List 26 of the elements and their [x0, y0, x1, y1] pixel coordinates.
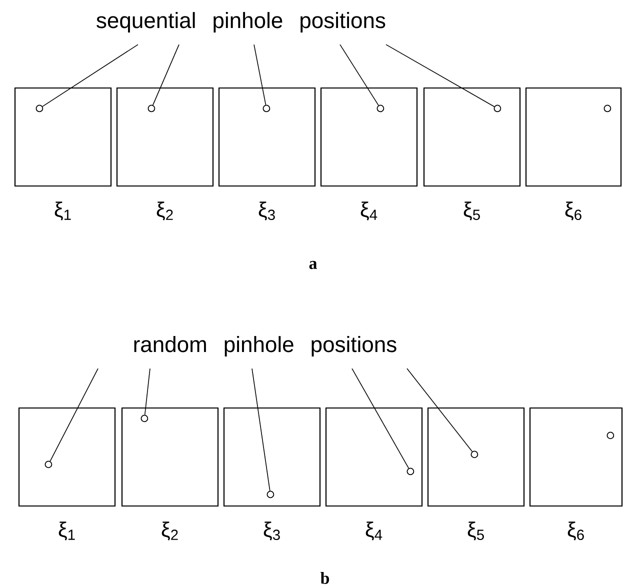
symbol-label: ξ$_{6}$ [568, 522, 584, 540]
caption-text: random pinhole positions [134, 336, 396, 357]
symbol-label: ξ$_{1}$ [54, 202, 71, 220]
leader-line [386, 44, 495, 107]
symbol-label: ξ$_{1}$ [58, 522, 75, 540]
leader-line [340, 44, 379, 106]
leader-line [352, 368, 410, 469]
leader-line [252, 368, 270, 492]
leader-line [254, 44, 266, 106]
symbol-label: ξ$_{4}$ [366, 522, 382, 540]
symbol-label: ξ$_{2}$ [156, 202, 173, 220]
symbol-label: ξ$_{4}$ [360, 202, 378, 220]
panel-letter: b [320, 572, 330, 584]
panel-letter: a [309, 260, 317, 270]
symbol-label: ξ$_{3}$ [258, 202, 275, 220]
caption-text: sequential pinhole positions [96, 12, 386, 33]
symbol-label: ξ$_{3}$ [264, 522, 280, 540]
leader-line [50, 368, 98, 462]
symbol-label: ξ$_{6}$ [565, 202, 582, 220]
leader-line [152, 44, 180, 106]
leader-line [144, 368, 150, 416]
leader-line [406, 368, 473, 452]
symbol-label: ξ$_{2}$ [162, 522, 178, 540]
symbol-label: ξ$_{5}$ [464, 202, 480, 220]
leader-line [42, 44, 138, 107]
symbol-label: ξ$_{5}$ [468, 522, 484, 540]
